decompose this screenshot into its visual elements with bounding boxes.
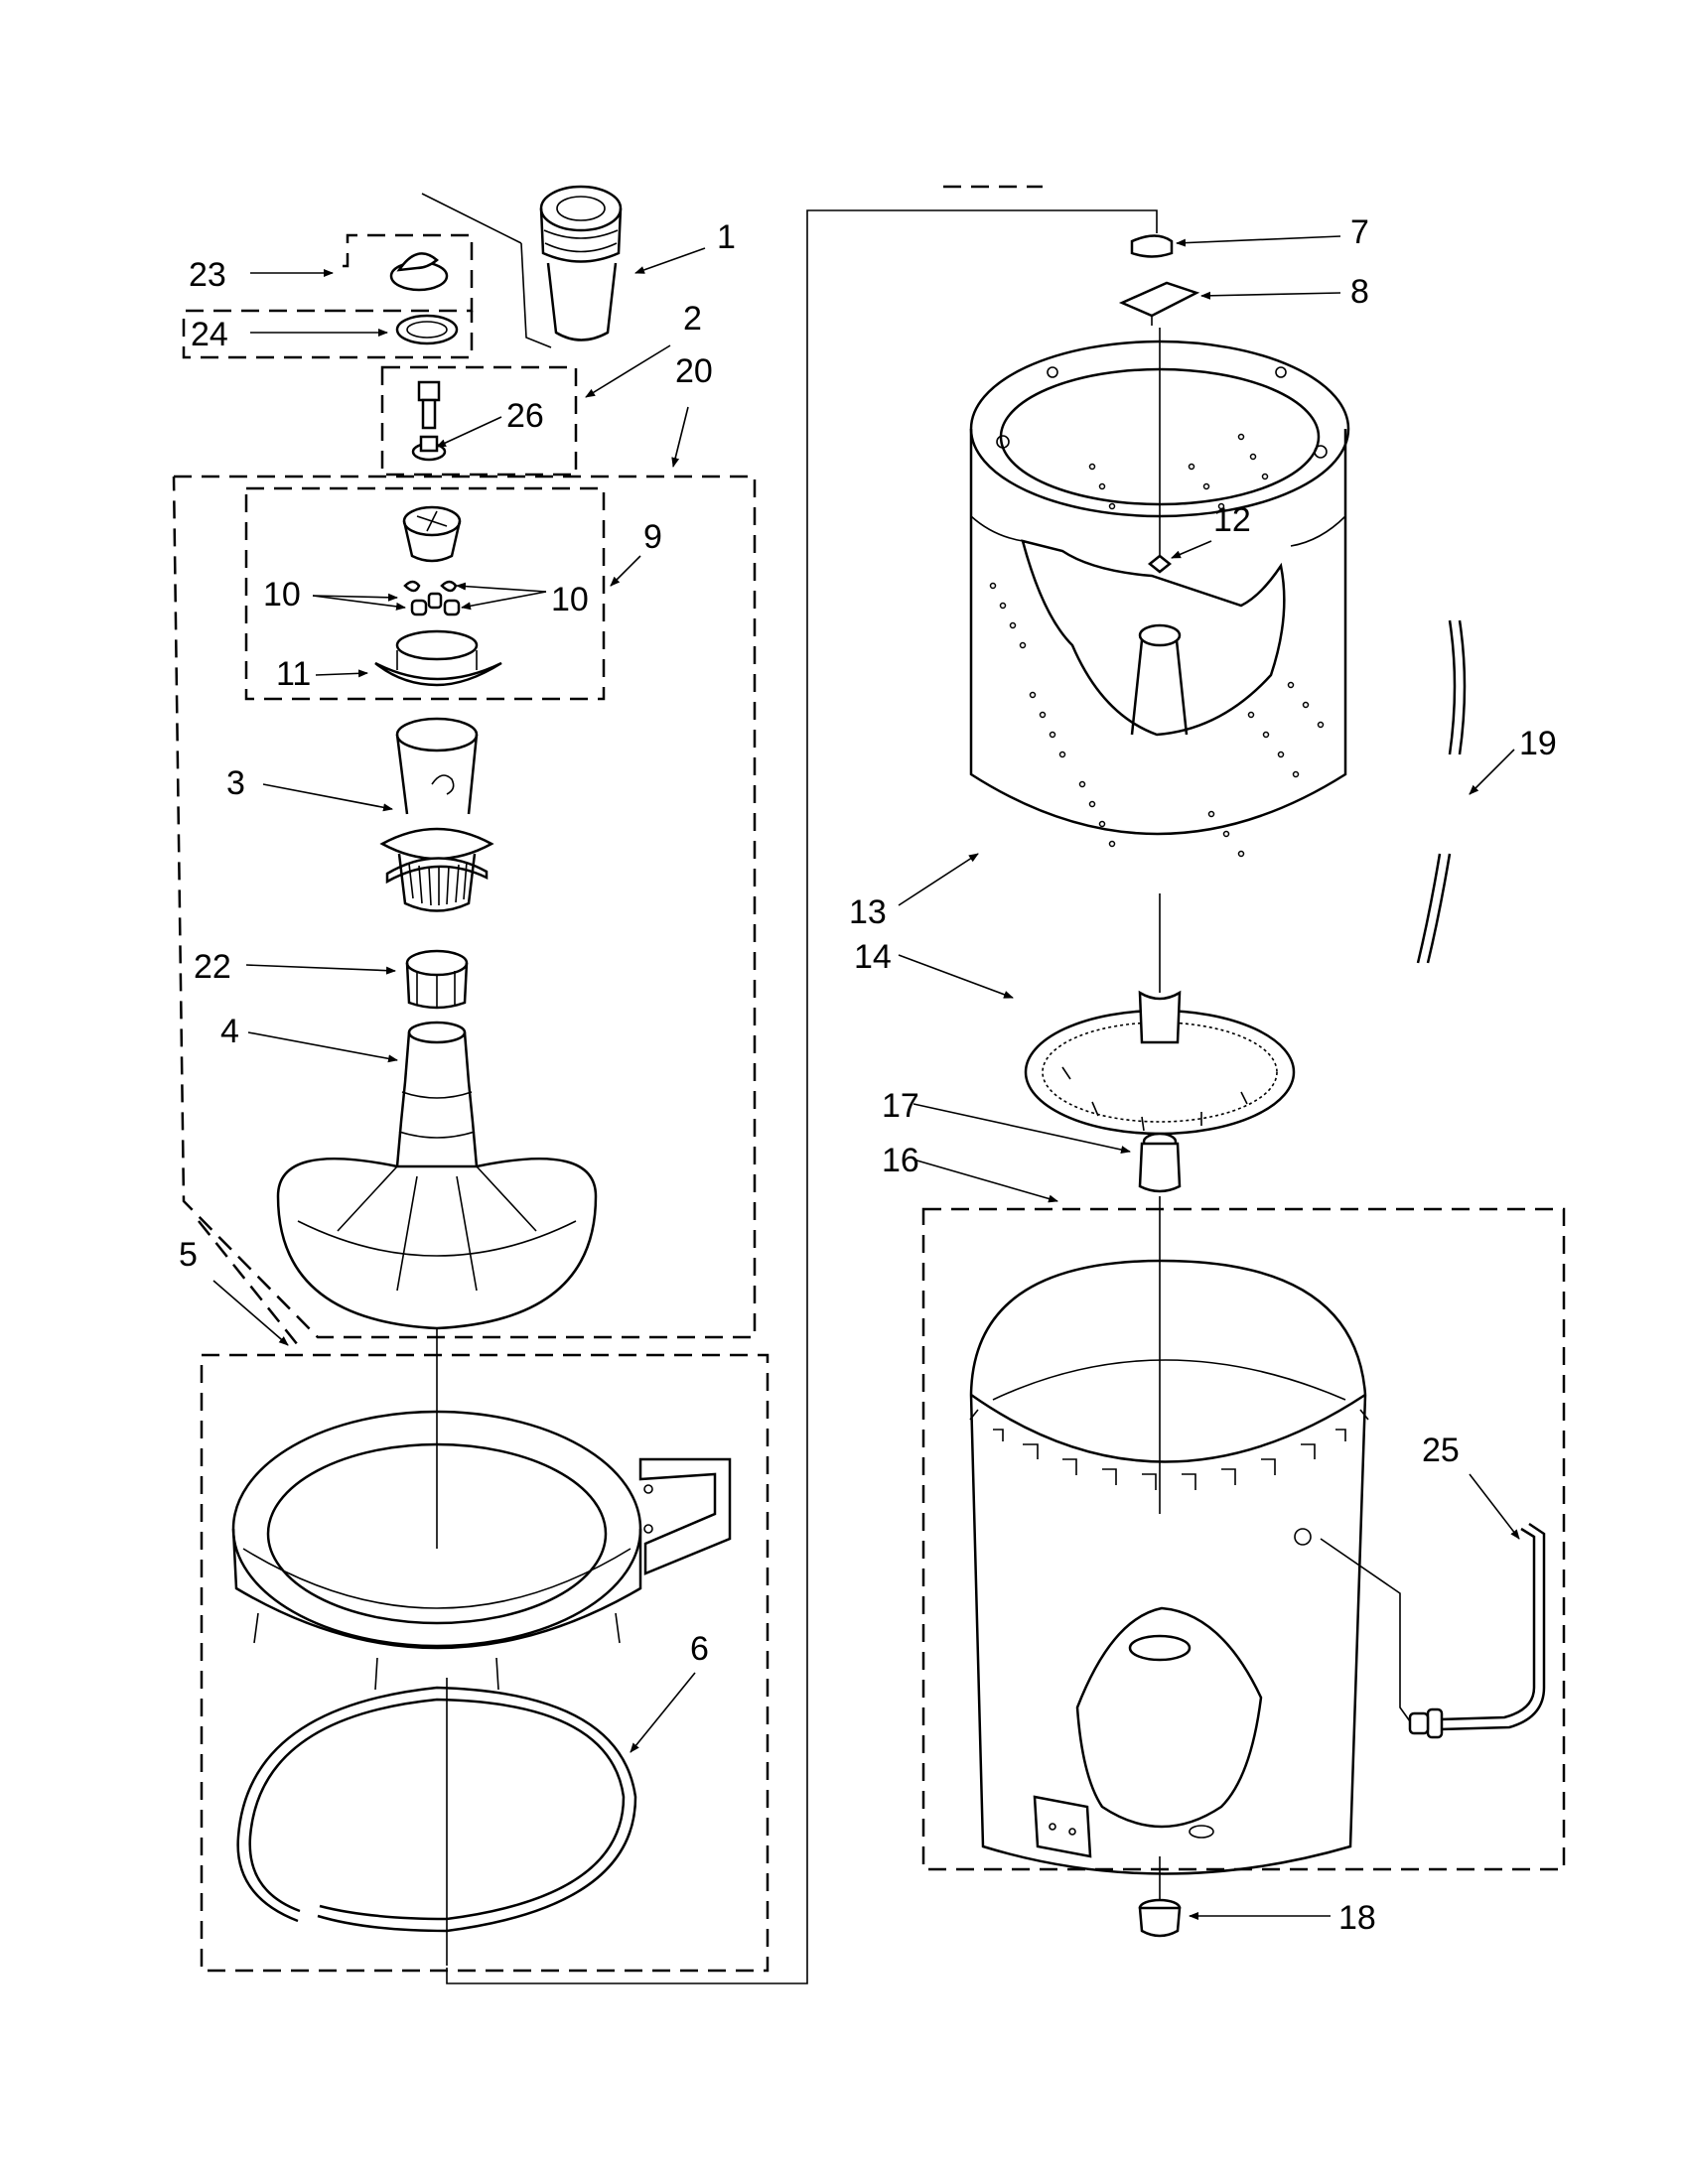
callout-4: 4: [220, 1013, 239, 1050]
part-25-hose: [1408, 1522, 1546, 1739]
callout-25: 25: [1422, 1432, 1460, 1469]
part-5-tub-ring: [231, 1410, 732, 1691]
part-10-clips: [403, 580, 461, 616]
part-6-split-ring: [236, 1686, 637, 1933]
callout-22: 22: [194, 948, 231, 986]
callout-20: 20: [675, 352, 713, 390]
callout-5: 5: [179, 1236, 198, 1274]
callout-13: 13: [849, 893, 887, 931]
callout-26: 26: [506, 397, 544, 435]
part-17-coupler: [1138, 1132, 1182, 1193]
part-3-auger: [379, 717, 494, 912]
box-24: [182, 309, 474, 359]
callout-1: 1: [717, 218, 736, 256]
connector-line: [446, 209, 1158, 1984]
part-24-ring: [395, 314, 459, 345]
group-boxes: [172, 185, 1566, 1984]
callout-10-right: 10: [551, 581, 589, 618]
part-1-cup: [539, 185, 623, 341]
callout-16: 16: [882, 1142, 919, 1179]
part-18-seal: [1138, 1898, 1182, 1938]
box-9: [244, 486, 606, 701]
callout-labels: 1 2 3 4 5 6 7 8 9 10 10 11 12 13 14 16 1…: [179, 213, 1557, 1937]
dash-from-1: [421, 193, 522, 244]
leaders: [212, 235, 1520, 1920]
hose-path: [1320, 1538, 1411, 1722]
callout-11: 11: [276, 655, 311, 693]
box-20: [172, 475, 757, 1339]
box-5: [200, 1353, 770, 1973]
part-19-hose: [1416, 619, 1467, 964]
callout-19: 19: [1519, 725, 1557, 762]
callout-17: 17: [882, 1087, 919, 1125]
part-22-bearing: [405, 949, 469, 1010]
part-8-bracket: [1118, 281, 1200, 326]
callout-23: 23: [189, 256, 226, 294]
box-2-26: [380, 365, 578, 477]
callout-10-left: 10: [263, 576, 301, 614]
dash-from-1b: [520, 242, 552, 348]
part-11-plate: [374, 629, 502, 687]
callout-14: 14: [854, 938, 892, 976]
part-9-top: [402, 505, 462, 563]
callout-12: 12: [1213, 501, 1251, 539]
part-7-clip: [1130, 234, 1174, 258]
box-23: [343, 233, 474, 313]
callout-6: 6: [690, 1630, 709, 1668]
callout-2: 2: [683, 300, 702, 338]
part-16-tub: [969, 1259, 1369, 1875]
callout-8: 8: [1350, 273, 1369, 311]
part-26-bolt: [411, 380, 447, 462]
part-23-cap: [389, 252, 449, 292]
callout-24: 24: [191, 316, 228, 353]
callout-18: 18: [1338, 1899, 1376, 1937]
part-4-agitator: [276, 1021, 598, 1330]
callout-3: 3: [226, 764, 245, 802]
callout-9: 9: [643, 518, 662, 556]
part-14-gear: [1024, 990, 1296, 1136]
callout-7: 7: [1350, 213, 1369, 251]
